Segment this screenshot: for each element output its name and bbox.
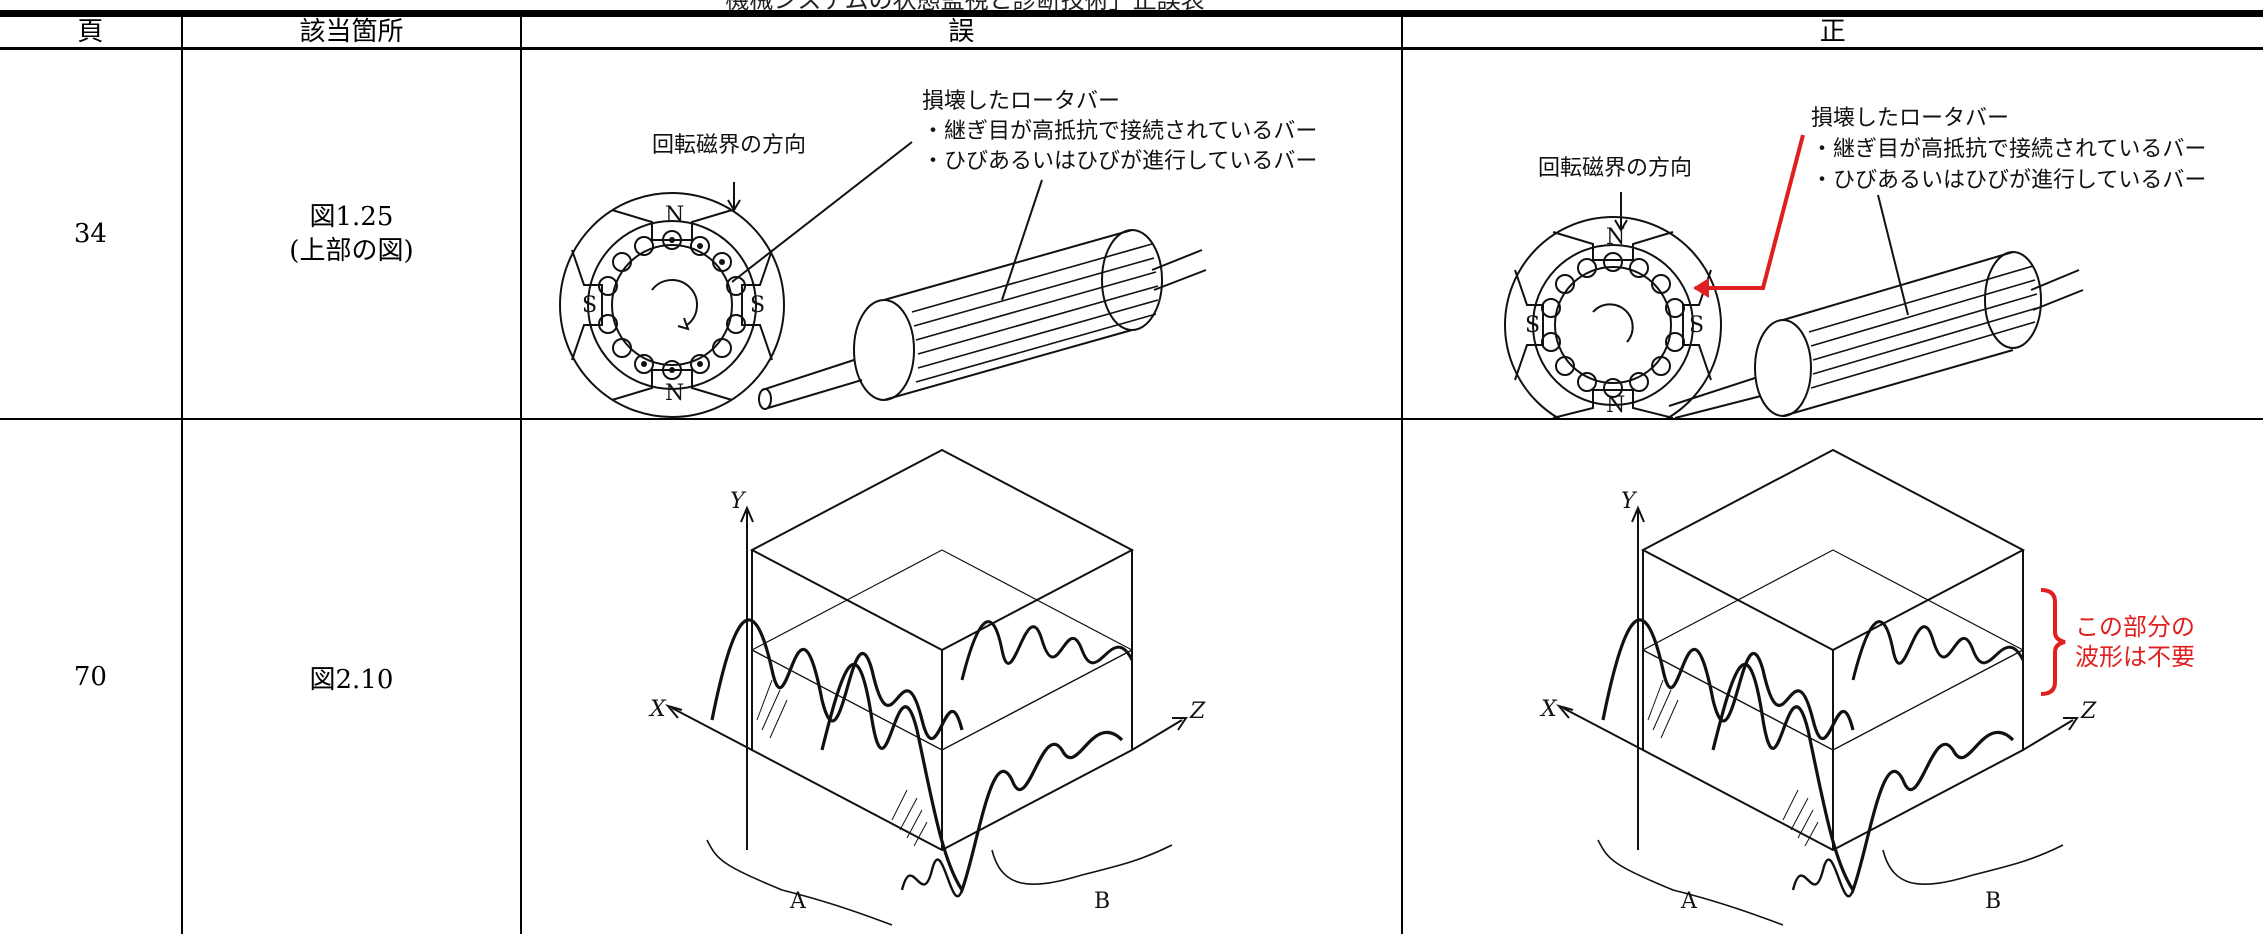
pole-n-bottom-right: N (1606, 393, 1625, 418)
waveform-figure-wrong: Y X Z A B (522, 420, 1400, 934)
rotor-bar-item1-right: ・継ぎ目が高抵抗で接続されているバー (1811, 137, 2206, 162)
header-wrong: 誤 (520, 15, 1403, 50)
axis-y-label-right: Y (1621, 489, 1638, 514)
waveform-diagram-wrong: Y X Z A B (648, 448, 1206, 926)
row1-page: 34 (0, 47, 183, 420)
field-direction-label: 回転磁界の方向 (652, 133, 806, 158)
rotor-bar-title: 損壊したロータバー (922, 89, 1120, 114)
axis-x-label-right: X (1539, 697, 1558, 722)
motor-figure-right: 回転磁界の方向 損壊したロータバー ・継ぎ目が高抵抗で接続されているバー ・ひび… (1403, 50, 2263, 418)
motor-diagram-right: 回転磁界の方向 損壊したロータバー ・継ぎ目が高抵抗で接続されているバー ・ひび… (1503, 106, 2206, 418)
pole-s-left-right: S (1525, 313, 1540, 338)
pole-s-left: S (582, 293, 597, 318)
pole-s-right-right: S (1689, 313, 1704, 338)
row2-right-figure-cell: この部分の 波形は不要 Y X Z A B (1400, 418, 2263, 934)
errata-table: 頁 該当箇所 誤 正 34 図1.25 (上部の図) (0, 15, 2263, 934)
waveform-diagram-right: この部分の 波形は不要 Y X Z A B (1539, 448, 2195, 926)
motor-figure-wrong: 回転磁界の方向 損壊したロータバー ・継ぎ目が高抵抗で接続されているバー ・ひび… (522, 50, 1400, 418)
table-row: 34 図1.25 (上部の図) (0, 47, 2263, 420)
axis-z-label: Z (1189, 699, 1206, 724)
top-rule (0, 10, 2263, 15)
row1-location-line2: (上部の図) (289, 236, 414, 266)
row1-location-line1: 図1.25 (309, 202, 394, 232)
row1-wrong-figure-cell: 回転磁界の方向 損壊したロータバー ・継ぎ目が高抵抗で接続されているバー ・ひび… (520, 47, 1403, 420)
section-b-label: B (1094, 889, 1110, 914)
row2-location: 図2.10 (180, 418, 523, 934)
axis-z-label-right: Z (2080, 699, 2097, 724)
pole-s-right: S (750, 293, 765, 318)
header-right: 正 (1400, 15, 2263, 50)
header-page: 頁 (0, 15, 183, 50)
pole-n-top: N (665, 203, 684, 228)
rotor-bar-item1: ・継ぎ目が高抵抗で接続されているバー (922, 119, 1317, 144)
section-a-label-right: A (1680, 889, 1698, 914)
pole-n-bottom: N (665, 381, 684, 406)
motor-diagram-wrong: 回転磁界の方向 損壊したロータバー ・継ぎ目が高抵抗で接続されているバー ・ひび… (559, 89, 1318, 418)
section-b-label-right: B (1985, 889, 2001, 914)
axis-y-label: Y (730, 489, 747, 514)
waveform-figure-right: この部分の 波形は不要 Y X Z A B (1403, 420, 2263, 934)
correction-note-line1: この部分の (2075, 613, 2195, 641)
row1-location: 図1.25 (上部の図) (180, 47, 523, 420)
row1-right-figure-cell: 回転磁界の方向 損壊したロータバー ・継ぎ目が高抵抗で接続されているバー ・ひび… (1400, 47, 2263, 420)
rotor-bar-item2: ・ひびあるいはひびが進行しているバー (922, 149, 1317, 174)
header-location: 該当箇所 (180, 15, 523, 50)
section-a-label: A (789, 889, 807, 914)
table-header-row: 頁 該当箇所 誤 正 (0, 15, 2263, 50)
table-row: 70 図2.10 (0, 418, 2263, 934)
pole-n-top-right: N (1606, 225, 1625, 250)
row2-page: 70 (0, 418, 183, 934)
correction-note-line2: 波形は不要 (2075, 643, 2195, 671)
rotor-bar-item2-right: ・ひびあるいはひびが進行しているバー (1811, 168, 2206, 193)
field-direction-label-right: 回転磁界の方向 (1538, 156, 1692, 181)
axis-x-label: X (648, 697, 667, 722)
rotor-bar-title-right: 損壊したロータバー (1811, 106, 2009, 131)
row2-wrong-figure-cell: Y X Z A B (520, 418, 1403, 934)
